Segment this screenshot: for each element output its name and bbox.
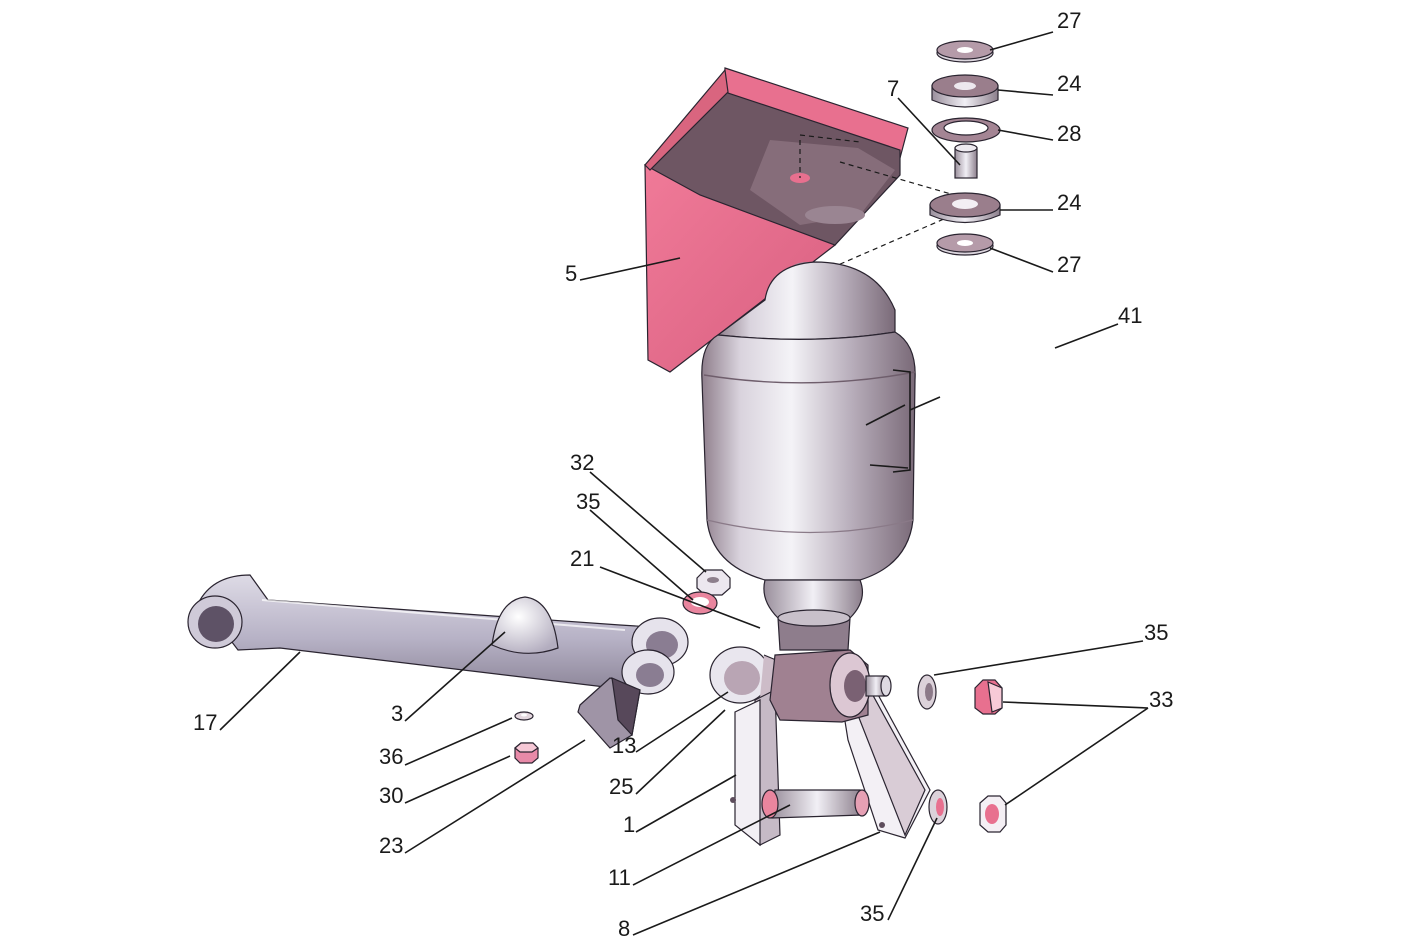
callout-3: 3 [391,701,403,726]
leader-lines [219,31,1149,936]
callout-35-upper: 35 [576,489,600,514]
nut-32 [696,569,731,596]
callout-28: 28 [1057,121,1081,146]
washer-27-bottom [936,233,994,256]
callout-36: 36 [379,744,403,769]
small-washer-36 [514,711,534,721]
washer-24-top [931,74,999,108]
callout-8: 8 [618,916,630,941]
nut-33-upper [974,679,1003,715]
callout-21: 21 [570,546,594,571]
callout-35-bottom: 35 [860,901,884,926]
washer-35-right-lower [928,789,948,825]
callout-1: 1 [623,812,635,837]
trailing-arm [187,574,689,695]
washer-28 [931,117,1001,143]
callout-17: 17 [193,710,217,735]
spacer-sleeve-7 [954,143,978,179]
alignment-lines [799,134,966,276]
washer-24-bottom [929,192,1001,224]
callout-23: 23 [379,833,403,858]
callout-11: 11 [608,865,631,890]
callout-41: 41 [1118,303,1142,328]
washer-35-right-upper [917,674,937,710]
nut-33-lower [979,795,1007,833]
callout-labels: 27 24 7 28 24 27 5 41 32 35 21 35 33 17 … [193,8,1173,941]
callout-32: 32 [570,450,594,475]
callout-30: 30 [379,783,403,808]
callout-35-right: 35 [1144,620,1168,645]
callout-24-top: 24 [1057,71,1081,96]
air-spring-bellows [701,261,916,651]
clevis-mount [730,649,931,847]
washer-27-top [936,40,994,63]
callout-13: 13 [612,733,636,758]
small-nut-30 [514,742,539,764]
callout-27-bottom: 27 [1057,252,1081,277]
callout-5: 5 [565,261,577,286]
callout-24-bottom: 24 [1057,190,1081,215]
callout-25: 25 [609,774,633,799]
callout-33: 33 [1149,687,1173,712]
callout-27-top: 27 [1057,8,1081,33]
bump-stop-cone [491,596,559,654]
callout-7: 7 [887,76,899,101]
mounting-bracket [644,67,909,373]
washer-stack [929,40,1001,256]
lower-plate-23 [577,677,641,749]
